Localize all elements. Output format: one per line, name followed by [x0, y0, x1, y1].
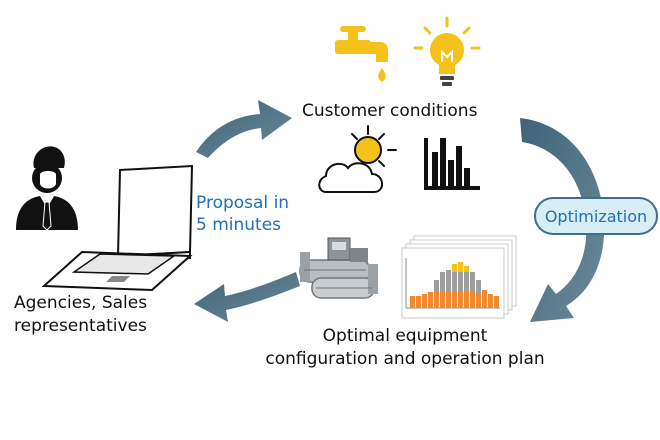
- arrow-right-loop: [520, 118, 605, 322]
- optimal-line-1: Optimal equipment: [322, 326, 488, 346]
- optimal-line-2: configuration and operation plan: [265, 349, 545, 369]
- optimization-label: Optimization: [544, 206, 648, 226]
- proposal-line-1: Proposal in: [196, 193, 290, 213]
- arrow-to-customer: [196, 100, 292, 158]
- arrow-to-agencies: [194, 272, 300, 322]
- lightbulb-icon: [413, 16, 481, 86]
- bar-chart-icon: [424, 138, 480, 190]
- agencies-line-2: representatives: [14, 316, 147, 336]
- laptop-icon: [41, 164, 194, 292]
- agencies-line-1: Agencies, Sales: [14, 293, 148, 313]
- chiller-machine-icon: [299, 237, 378, 299]
- customer-conditions-label: Customer conditions: [302, 101, 478, 121]
- sun-cloud-icon: [318, 125, 397, 193]
- stacked-chart-icon: [401, 235, 517, 319]
- businessman-icon: [16, 146, 78, 231]
- faucet-icon: [335, 26, 388, 82]
- agencies-label: Agencies, Sales representatives: [14, 292, 147, 338]
- proposal-label: Proposal in 5 minutes: [196, 192, 289, 236]
- optimization-badge: Optimization: [534, 197, 658, 235]
- optimal-plan-label: Optimal equipment configuration and oper…: [240, 325, 570, 371]
- proposal-line-2: 5 minutes: [196, 215, 282, 235]
